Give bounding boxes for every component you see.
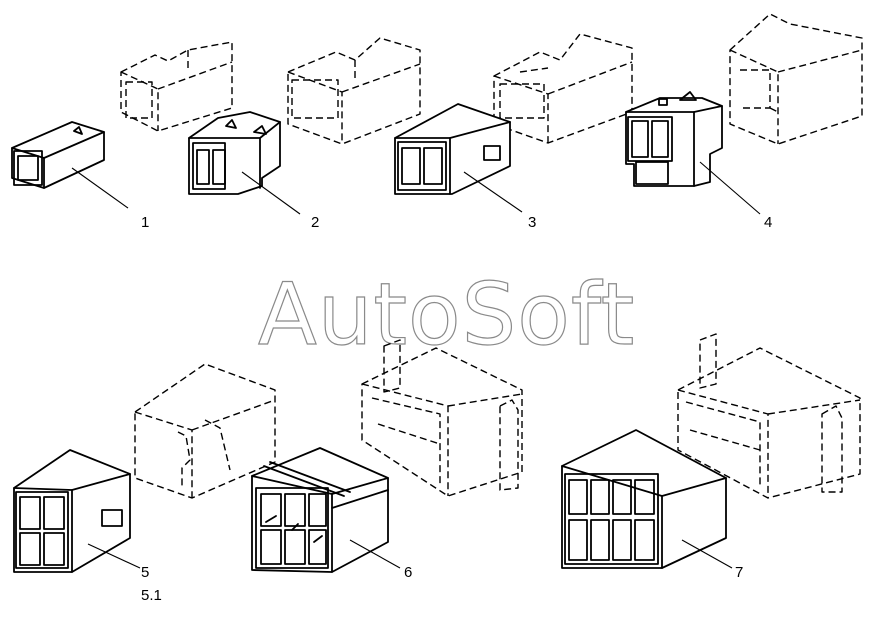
leader-4: [699, 161, 761, 215]
callout-5-1: 5.1: [141, 587, 162, 604]
connector-3-mate: [493, 33, 633, 144]
leader-5: [87, 543, 141, 569]
callout-1: 1: [141, 214, 149, 231]
connector-3: [394, 33, 633, 195]
leader-6: [349, 539, 401, 569]
leader-2: [241, 171, 301, 215]
connector-7-body: [561, 429, 727, 569]
callout-2: 2: [311, 214, 319, 231]
callout-4: 4: [764, 214, 772, 231]
connector-7: [561, 333, 861, 569]
connector-4-body: [625, 91, 723, 187]
connector-1-body: [11, 121, 105, 189]
connector-6: [251, 339, 523, 573]
leader-1: [71, 167, 129, 209]
connector-2: [188, 37, 421, 195]
connector-5-mate: [134, 363, 276, 499]
connector-5-body: [13, 449, 131, 573]
connector-4-mate: [729, 13, 863, 145]
connector-6-mate: [361, 339, 523, 497]
connector-5: [13, 363, 276, 573]
callout-5: 5: [141, 564, 149, 581]
connector-1: [11, 41, 233, 189]
callout-3: 3: [528, 214, 536, 231]
leader-7: [681, 539, 733, 569]
connector-4: [625, 13, 863, 187]
leader-3: [463, 171, 523, 213]
connector-1-mate: [120, 41, 233, 132]
callout-6: 6: [404, 564, 412, 581]
callout-7: 7: [735, 564, 743, 581]
connector-3-body: [394, 103, 511, 195]
connector-2-mate: [287, 37, 421, 145]
connector-2-body: [188, 111, 281, 195]
connector-7-mate: [677, 333, 861, 499]
connector-6-body: [251, 447, 389, 573]
watermark: AutoSoft: [258, 265, 635, 365]
